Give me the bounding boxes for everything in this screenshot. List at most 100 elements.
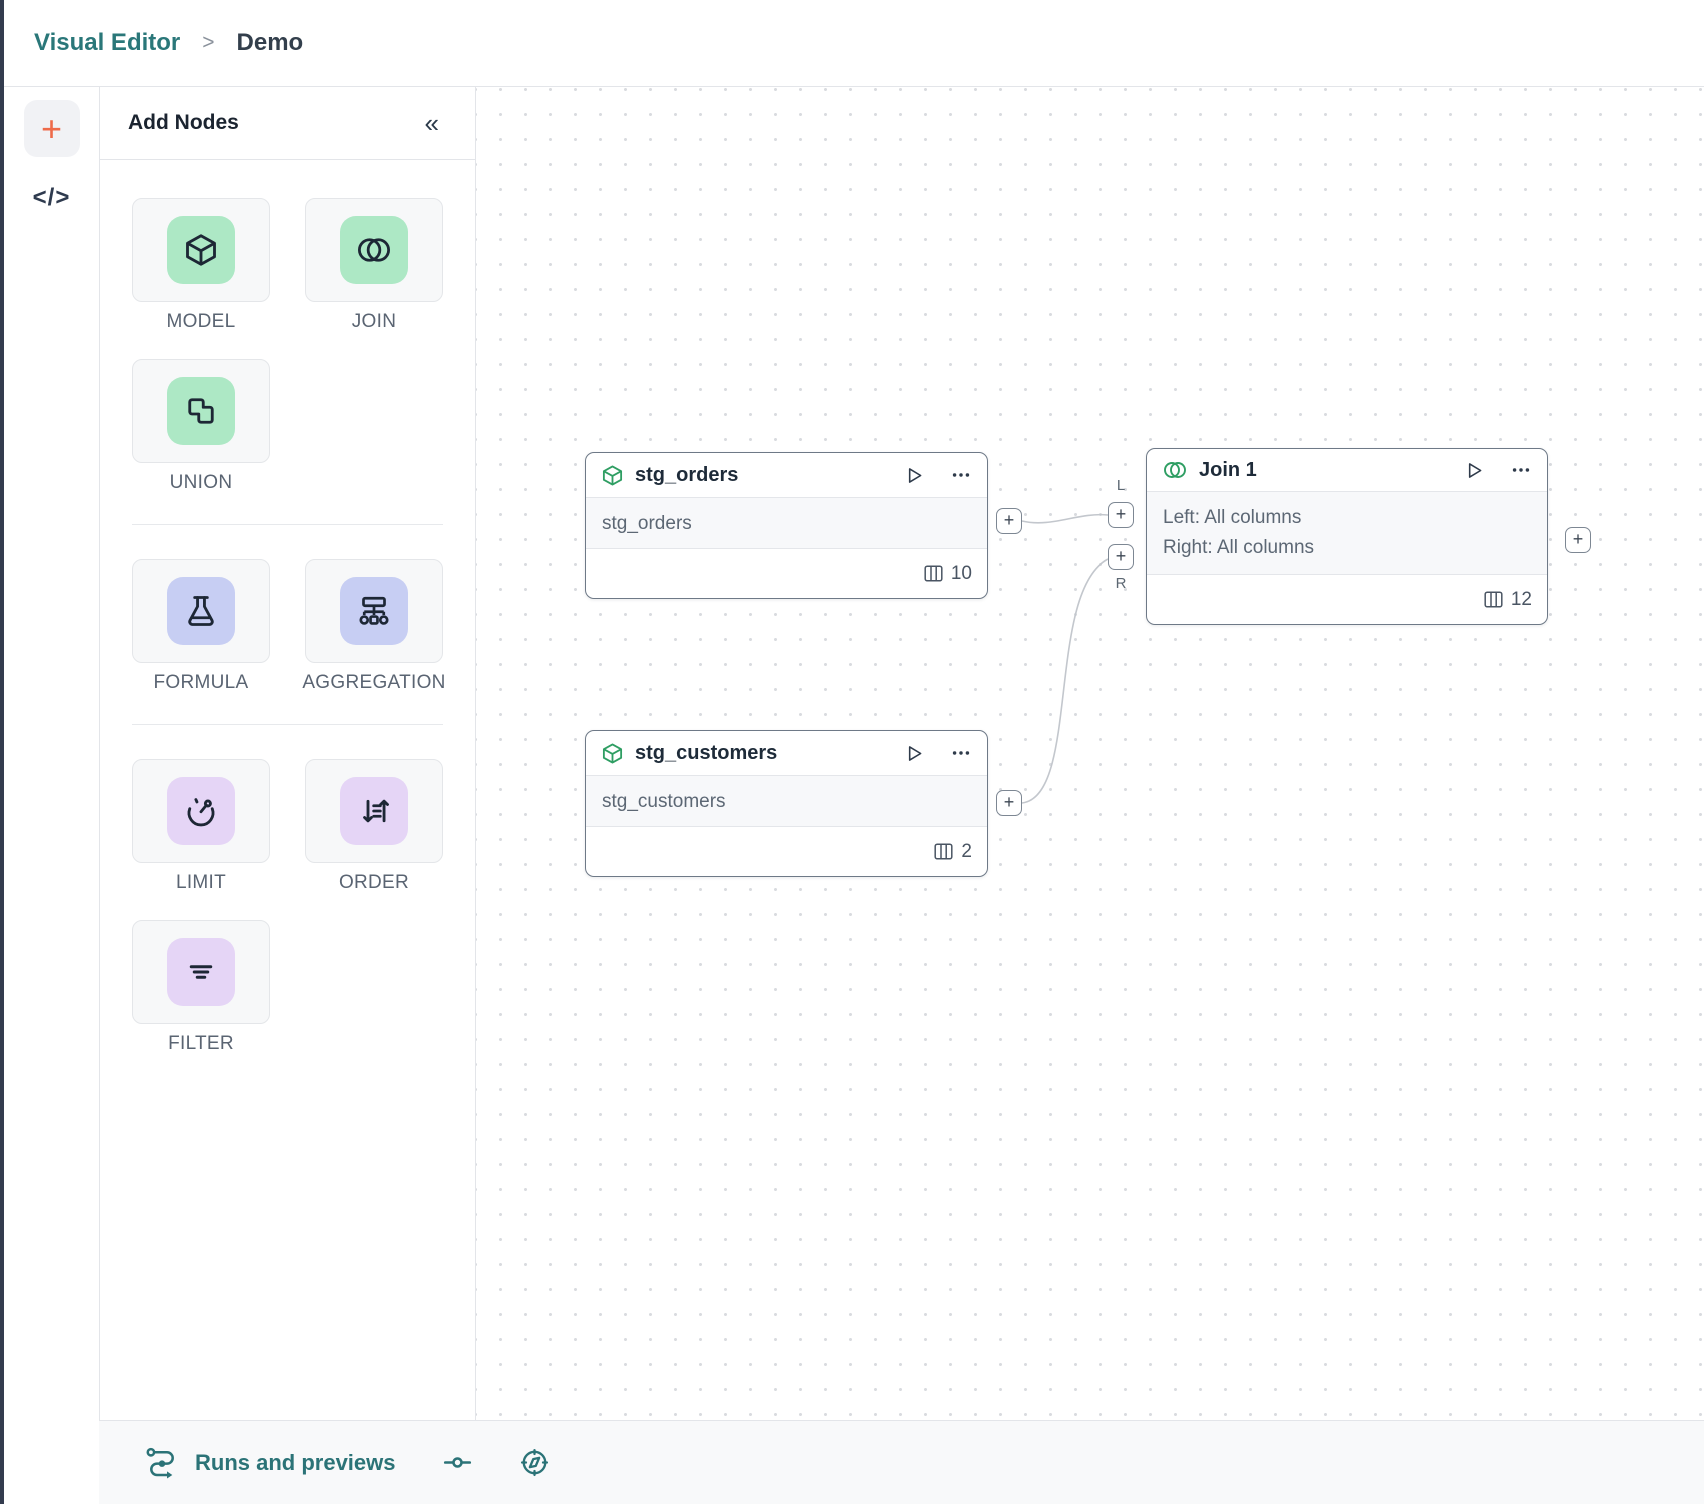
filter-lines-icon [189,965,213,979]
runs-and-previews-label[interactable]: Runs and previews [195,1449,396,1475]
palette-item-label: ORDER [338,872,410,893]
palette-item-model[interactable]: MODEL [132,198,270,333]
node-title: Join 1 [1199,458,1257,481]
commit-icon[interactable] [442,1447,473,1478]
breadcrumb-section[interactable]: Visual Editor [34,29,181,56]
venn-icon [357,238,391,262]
add-nodes-header: Add Nodes « [100,87,475,160]
palette-group-shaping: LIMIT ORDER FILTER [132,759,443,1055]
tile-icon-box [167,777,235,845]
node-stg-orders[interactable]: stg_orders stg_orders 10 [585,452,988,599]
palette-item-label: UNION [169,472,233,493]
node-stg-customers[interactable]: stg_customers stg_customers 2 [585,730,988,877]
gauge-icon [187,798,215,827]
palette-item-label: FILTER [168,1033,234,1054]
add-nodes-panel: Add Nodes « MODEL JOIN [99,87,476,1420]
input-handle-join-left[interactable]: + [1108,502,1134,528]
join-left-input-label: L [1116,477,1126,494]
union-icon [188,398,214,424]
palette-item-aggregation[interactable]: AGGREGATION [302,559,446,694]
tile-icon-box [167,216,235,284]
tile-card [132,359,270,463]
run-node-icon[interactable] [904,465,925,486]
palette-item-filter[interactable]: FILTER [132,920,270,1055]
palette-item-join[interactable]: JOIN [305,198,443,333]
join-right-input-label: R [1115,575,1127,592]
columns-icon [934,843,953,860]
run-node-icon[interactable] [904,743,925,764]
node-config-rows[interactable]: Left: All columns Right: All columns [1147,492,1547,575]
tile-card [132,198,270,302]
tile-icon-box [340,216,408,284]
tile-card [305,559,443,663]
column-count: 2 [961,840,972,862]
join-left-row: Left: All columns [1163,507,1302,528]
palette-body: MODEL JOIN UNION [100,160,475,1055]
tile-icon-box [167,938,235,1006]
node-join-1[interactable]: Join 1 Left: All columns Right: All colu… [1146,448,1548,625]
node-header: Join 1 [1147,449,1547,492]
tile-card [132,559,270,663]
header-bar: Visual Editor > Demo [4,0,1704,87]
code-view-toggle[interactable]: </> [32,184,71,211]
node-menu-icon[interactable] [950,464,972,486]
add-node-button[interactable]: + [23,100,80,157]
palette-item-label: JOIN [351,311,397,332]
node-title: stg_orders [635,463,739,486]
palette-item-order[interactable]: ORDER [305,759,443,894]
run-node-icon[interactable] [1464,460,1485,481]
tile-card [132,920,270,1024]
window-left-edge [0,0,4,1504]
node-source-row[interactable]: stg_customers [586,776,987,827]
node-footer: 2 [586,827,987,876]
tile-icon-box [167,577,235,645]
output-handle-stg-customers[interactable]: + [996,790,1022,816]
tile-icon-box [167,377,235,445]
palette-group-sources: MODEL JOIN UNION [132,198,443,494]
palette-item-limit[interactable]: LIMIT [132,759,270,894]
venn-icon [1162,460,1188,480]
input-handle-join-right[interactable]: + [1108,544,1134,570]
output-handle-stg-orders[interactable]: + [996,508,1022,534]
bottom-bar: Runs and previews [99,1420,1704,1504]
edge-connections [1021,513,1109,804]
cube-icon [601,742,624,765]
node-footer: 10 [586,549,987,598]
tile-card [132,759,270,863]
cube-icon [186,234,216,266]
compass-icon[interactable] [519,1447,550,1478]
palette-item-formula[interactable]: FORMULA [132,559,270,694]
pipeline-canvas[interactable]: stg_orders stg_orders 10 stg_customers [476,87,1704,1420]
node-footer: 12 [1147,575,1547,624]
breadcrumb-page: Demo [236,29,304,56]
sort-icon [363,799,389,823]
palette-divider [132,724,443,725]
node-menu-icon[interactable] [1510,459,1532,481]
panel-title: Add Nodes [128,111,239,134]
node-header: stg_customers [586,731,987,776]
sitemap-icon [359,596,389,625]
column-count: 10 [950,562,972,584]
cube-icon [601,464,624,487]
breadcrumb-separator: > [202,31,215,54]
palette-divider [132,524,443,525]
edge-orders-to-join [1021,513,1109,524]
output-handle-join[interactable]: + [1565,527,1591,553]
left-rail: + </> [4,87,99,1504]
palette-item-label: MODEL [166,311,236,332]
palette-item-label: FORMULA [153,672,249,693]
columns-icon [1484,591,1503,608]
flask-icon [188,596,214,626]
palette-item-label: LIMIT [175,872,227,893]
palette-item-label: AGGREGATION [302,672,446,693]
runs-and-previews-icon[interactable] [145,1446,179,1480]
node-header: stg_orders [586,453,987,498]
columns-icon [924,565,943,582]
node-source-row[interactable]: stg_orders [586,498,987,549]
palette-item-union[interactable]: UNION [132,359,270,494]
node-title: stg_customers [635,741,778,764]
tile-icon-box [340,577,408,645]
collapse-panel-icon[interactable]: « [424,108,440,138]
node-menu-icon[interactable] [950,742,972,764]
